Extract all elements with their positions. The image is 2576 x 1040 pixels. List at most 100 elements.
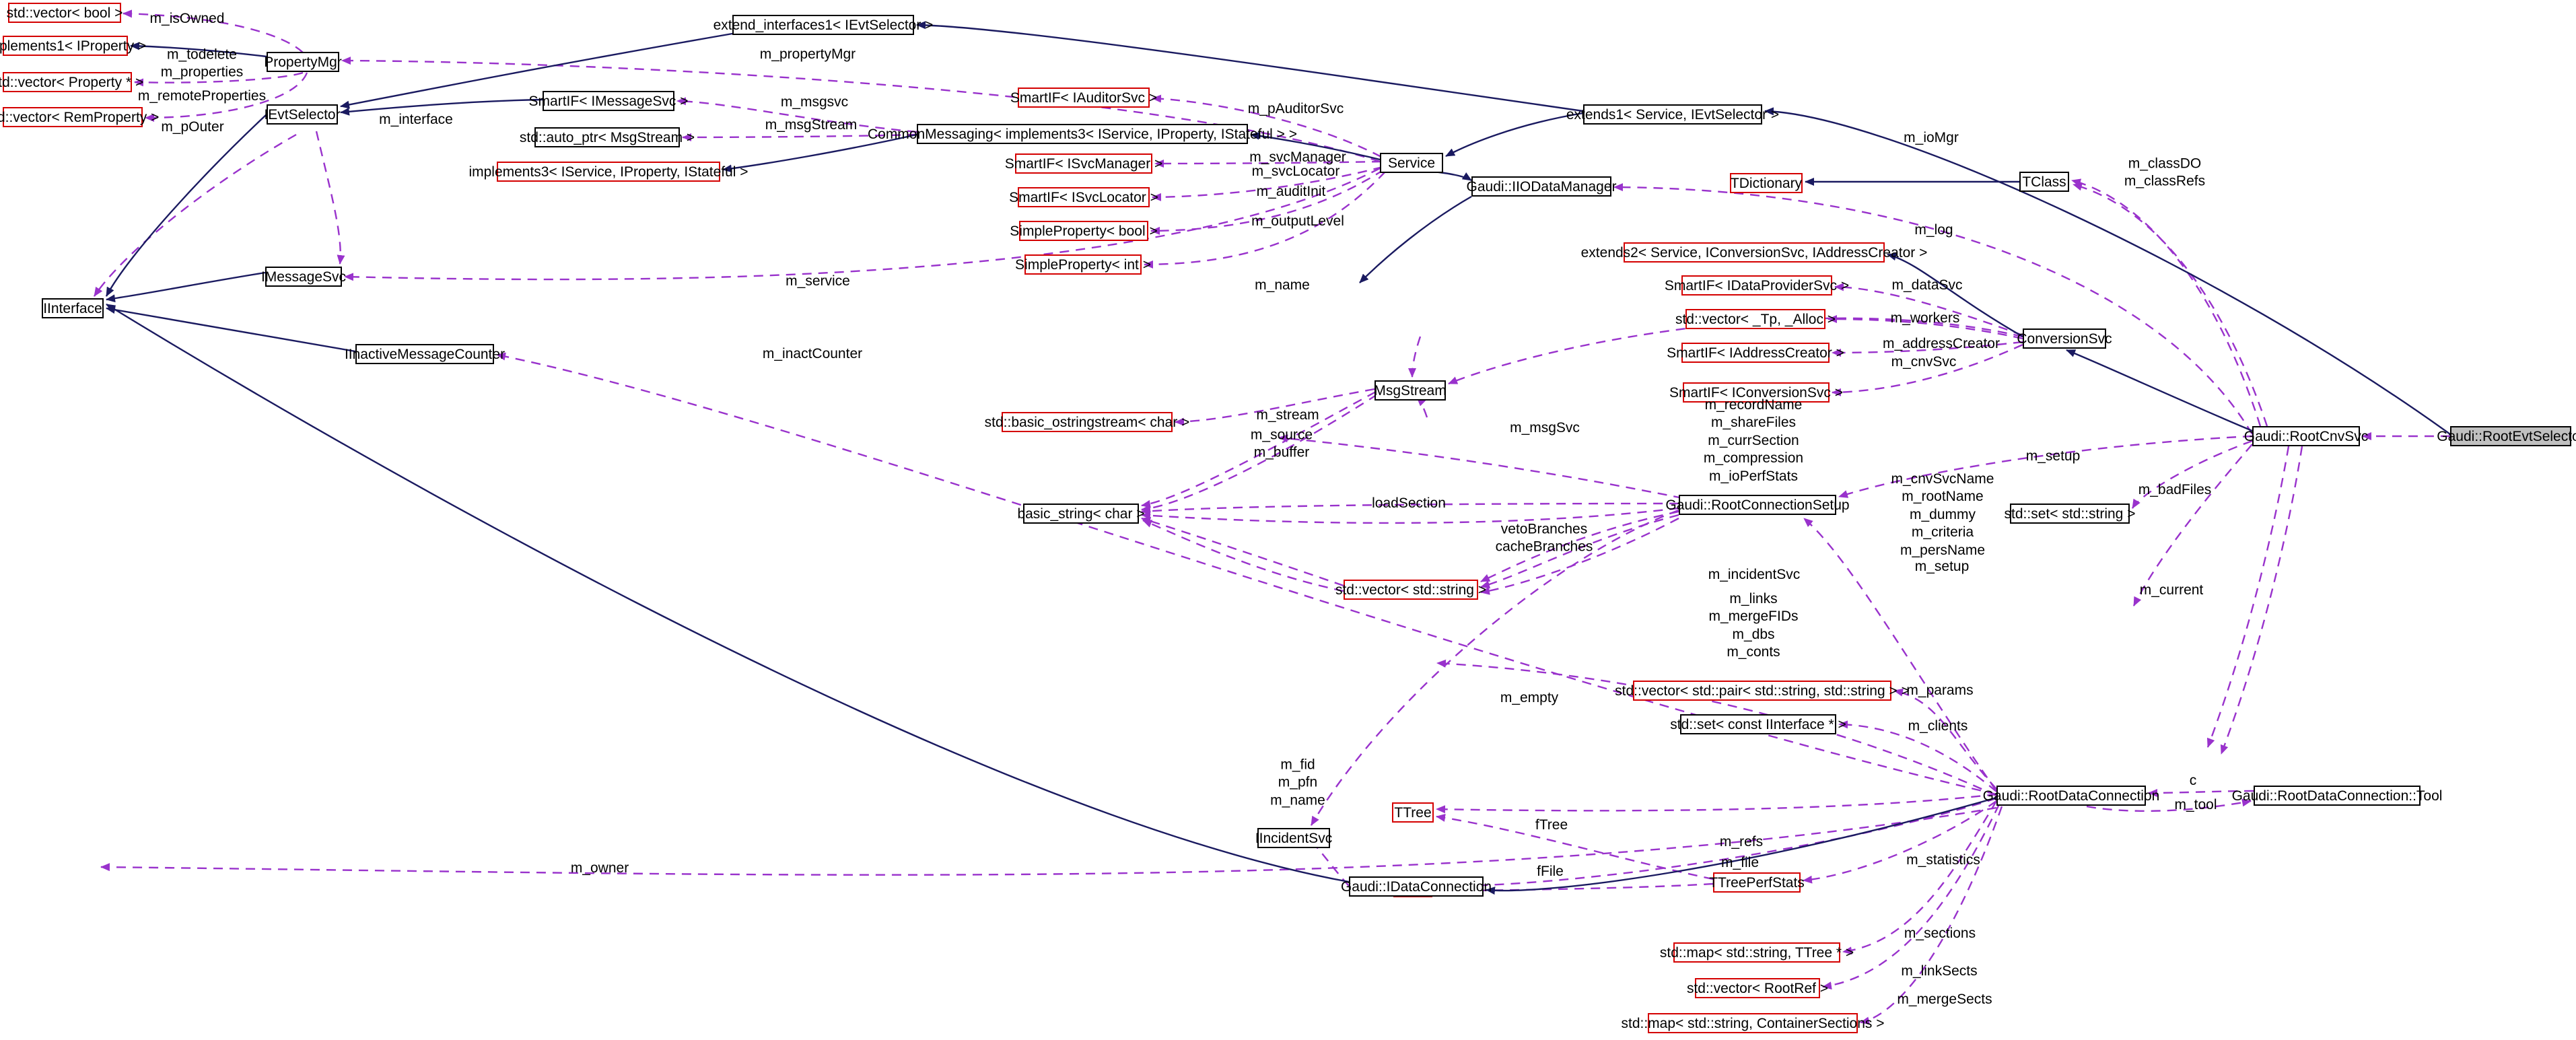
- edge-label-m_params: m_params: [1906, 683, 1974, 699]
- class-node-iincidentsvc[interactable]: IIncidentSvc: [1255, 828, 1333, 848]
- class-node-set_iinterface[interactable]: std::set< const IInterface * >: [1670, 714, 1846, 734]
- class-node-vector_remproperty[interactable]: std::vector< RemProperty >: [0, 107, 159, 127]
- class-node-implements1[interactable]: implements1< IProperty >: [0, 36, 146, 56]
- class-node-tdictionary[interactable]: TDictionary: [1730, 173, 1803, 193]
- class-node-implements3[interactable]: implements3< IService, IProperty, IState…: [468, 162, 749, 182]
- edge-label-m_owner: m_owner: [570, 860, 629, 876]
- class-node-label: PropertyMgr: [264, 54, 342, 70]
- class-node-label: SmartIF< IMessageSvc >: [528, 93, 689, 109]
- class-node-ttree[interactable]: TTree: [1392, 802, 1434, 823]
- class-node-autoptr_msgstream[interactable]: std::auto_ptr< MsgStream >: [520, 127, 695, 147]
- class-node-gaudi_rootcnvsvc[interactable]: Gaudi::RootCnvSvc: [2244, 426, 2368, 446]
- class-node-label: TTree: [1394, 804, 1432, 821]
- edge-label-m_current: m_current: [2139, 582, 2204, 598]
- edge-label-m_propertyMgr: m_propertyMgr: [759, 46, 856, 63]
- edge-label-m_workers: m_workers: [1890, 310, 1960, 326]
- class-node-gaudi_rootconnectionsetup[interactable]: Gaudi::RootConnectionSetup: [1665, 495, 1850, 515]
- class-node-basic_string[interactable]: basic_string< char >: [1017, 504, 1145, 524]
- class-node-vector_bool[interactable]: std::vector< bool >: [6, 3, 123, 23]
- class-node-label: ConversionSvc: [2017, 331, 2112, 347]
- class-node-commonmessaging[interactable]: CommonMessaging< implements3< IService, …: [868, 124, 1297, 144]
- edge-label-m_isOwned: m_isOwned: [149, 11, 225, 27]
- class-node-label: implements3< IService, IProperty, IState…: [468, 164, 749, 180]
- edge-label-m_service: m_service: [786, 273, 850, 289]
- class-node-iinterface[interactable]: IInterface: [42, 298, 104, 318]
- class-node-smartif_iaddresscreator[interactable]: SmartIF< IAddressCreator >: [1667, 343, 1844, 363]
- edge-label-m_links: m_links m_mergeFIDs m_dbs m_conts: [1708, 591, 1799, 660]
- class-node-map_string_container[interactable]: std::map< std::string, ContainerSections…: [1621, 1013, 1885, 1033]
- edge-label-vetoBranches: vetoBranches cacheBranches: [1495, 521, 1593, 555]
- edge-label-m_sections: m_sections: [1904, 926, 1976, 942]
- class-node-label: Gaudi::RootEvtSelector: [2437, 428, 2576, 444]
- class-node-extend_interfaces1[interactable]: extend_interfaces1< IEvtSelector >: [713, 15, 933, 35]
- class-node-label: IIncidentSvc: [1255, 830, 1333, 846]
- edge-label-m_empty: m_empty: [1500, 690, 1559, 706]
- class-node-label: std::vector< bool >: [6, 5, 123, 21]
- class-node-ievtselector[interactable]: IEvtSelector: [264, 104, 341, 125]
- class-node-propertymgr[interactable]: PropertyMgr: [264, 52, 342, 72]
- class-node-smartif_iconversionsvc[interactable]: SmartIF< IConversionSvc >: [1669, 382, 1843, 403]
- edge-label-m_inactCounter: m_inactCounter: [762, 346, 863, 362]
- edge-label-m_outputLevel: m_outputLevel: [1251, 213, 1344, 230]
- class-node-label: implements1< IProperty >: [0, 38, 147, 54]
- class-node-vector_pair_string[interactable]: std::vector< std::pair< std::string, std…: [1615, 681, 1910, 701]
- class-node-vector_property[interactable]: std::vector< Property * >: [0, 72, 143, 92]
- edge-label-m_log: m_log: [1914, 222, 1953, 238]
- class-node-label: std::basic_ostringstream< char >: [984, 414, 1190, 430]
- class-node-gaudi_rootdataconnection_tool[interactable]: Gaudi::RootDataConnection::Tool: [2232, 786, 2442, 806]
- edge-label-m_auditInit: m_auditInit: [1256, 184, 1326, 200]
- class-node-simpleproperty_int[interactable]: SimpleProperty< int >: [1015, 254, 1151, 275]
- class-node-smartif_isvcmanager[interactable]: SmartIF< ISvcManager >: [1005, 153, 1162, 174]
- class-node-label: IInterface: [43, 300, 102, 316]
- class-node-set_string[interactable]: std::set< std::string >: [2005, 504, 2135, 524]
- class-node-iinactivemessagecounter[interactable]: IInactiveMessageCounter: [345, 344, 505, 364]
- edge-label-m_statistics: m_statistics: [1906, 852, 1980, 868]
- class-node-label: Service: [1387, 155, 1436, 171]
- class-node-tclass[interactable]: TClass: [2019, 172, 2069, 192]
- class-node-extends2[interactable]: extends2< Service, IConversionSvc, IAddr…: [1581, 242, 1927, 263]
- class-node-label: std::map< std::string, ContainerSections…: [1621, 1015, 1885, 1031]
- class-node-basic_ostringstream[interactable]: std::basic_ostringstream< char >: [985, 412, 1189, 432]
- class-node-vector_tp_alloc[interactable]: std::vector< _Tp, _Alloc >: [1675, 309, 1836, 329]
- class-node-msgstream[interactable]: MsgStream: [1374, 380, 1447, 401]
- class-node-imessagesvc[interactable]: IMessageSvc: [261, 267, 346, 287]
- class-node-label: std::vector< std::string >: [1335, 582, 1487, 598]
- class-node-label: MsgStream: [1374, 382, 1447, 398]
- class-node-gaudi_rootdataconnection[interactable]: Gaudi::RootDataConnection: [1983, 786, 2159, 806]
- class-node-label: Gaudi::IIODataManager: [1466, 178, 1617, 195]
- class-node-map_string_ttree[interactable]: std::map< std::string, TTree * >: [1660, 942, 1854, 963]
- edge-label-m_svcLocator: m_svcLocator: [1251, 164, 1340, 180]
- class-node-label: std::vector< RemProperty >: [0, 109, 160, 125]
- edge-label-m_interface: m_interface: [379, 112, 453, 128]
- class-node-smartif_imessagesvc[interactable]: SmartIF< IMessageSvc >: [529, 91, 688, 111]
- class-node-label: std::vector< RootRef >: [1686, 980, 1829, 996]
- edge-label-m_clients: m_clients: [1908, 718, 1968, 734]
- class-node-vector_string[interactable]: std::vector< std::string >: [1335, 580, 1486, 600]
- class-node-label: std::auto_ptr< MsgStream >: [519, 129, 695, 145]
- class-node-smartif_iauditorsvc[interactable]: SmartIF< IAuditorSvc >: [1010, 88, 1157, 108]
- class-node-gaudi_iiodatamanager[interactable]: Gaudi::IIODataManager: [1467, 176, 1616, 197]
- edge-label-loadSection: loadSection: [1372, 495, 1446, 512]
- class-node-ttreeperfstats[interactable]: TTreePerfStats: [1709, 872, 1805, 893]
- edge-label-m_classDO: m_classDO m_classRefs: [2124, 155, 2206, 189]
- class-node-label: SimpleProperty< int >: [1015, 256, 1151, 273]
- class-node-gaudi_rootevtselector[interactable]: Gaudi::RootEvtSelector: [2437, 426, 2576, 446]
- edge-label-m_msgStream: m_msgStream: [765, 117, 858, 133]
- inheritance-edges: [105, 21, 2451, 895]
- class-node-label: Gaudi::IDataConnection: [1340, 878, 1492, 895]
- class-node-vector_rootref[interactable]: std::vector< RootRef >: [1687, 978, 1828, 998]
- class-node-extends1[interactable]: extends1< Service, IEvtSelector >: [1566, 104, 1779, 125]
- class-node-label: Gaudi::RootCnvSvc: [2243, 428, 2369, 444]
- class-node-label: std::vector< _Tp, _Alloc >: [1675, 311, 1836, 327]
- class-node-label: basic_string< char >: [1017, 506, 1145, 522]
- class-node-smartif_isvclocator[interactable]: SmartIF< ISvcLocator >: [1009, 187, 1158, 207]
- class-node-service[interactable]: Service: [1380, 153, 1443, 173]
- class-node-gaudi_idataconnection[interactable]: Gaudi::IDataConnection: [1341, 876, 1492, 897]
- class-node-label: extend_interfaces1< IEvtSelector >: [713, 17, 934, 33]
- class-node-conversionsvc[interactable]: ConversionSvc: [2017, 328, 2112, 349]
- edge-label-m_cnvSvc: m_cnvSvc: [1891, 354, 1957, 370]
- class-node-label: IEvtSelector: [264, 106, 341, 123]
- class-node-simpleproperty_bool[interactable]: SimpleProperty< bool >: [1010, 221, 1158, 241]
- class-node-smartif_idataprovidersvc[interactable]: SmartIF< IDataProviderSvc >: [1665, 275, 1849, 296]
